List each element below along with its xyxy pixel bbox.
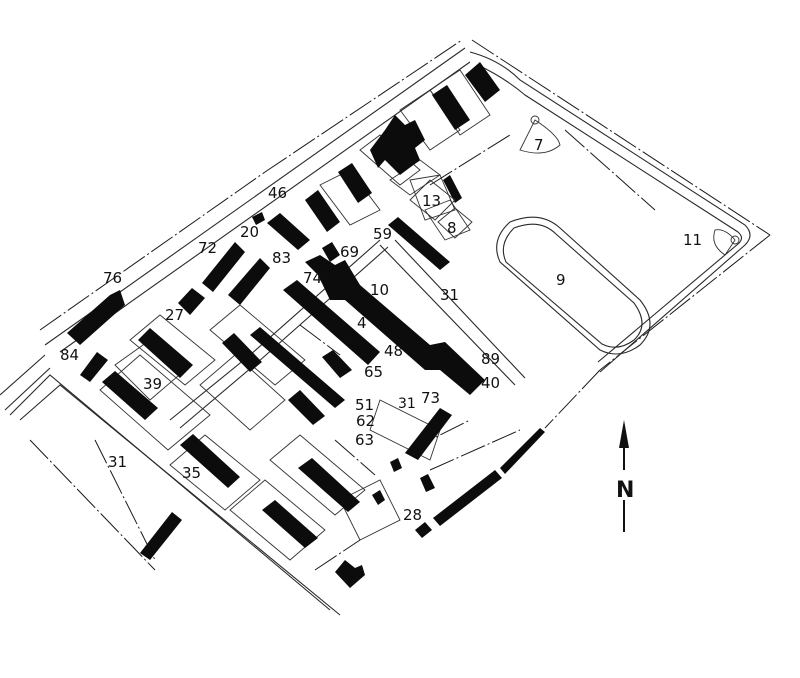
building-lower-1 <box>298 458 360 512</box>
building-lower-2 <box>262 500 318 548</box>
box-13 <box>409 179 456 221</box>
building-74 <box>305 255 485 395</box>
label-89: 89 <box>481 350 500 368</box>
building-interior-2 <box>250 327 345 408</box>
site-features <box>409 115 740 256</box>
label-8: 8 <box>447 219 457 237</box>
label-31-north: 31 <box>440 286 459 304</box>
building-13-annex <box>443 175 462 203</box>
building-28 <box>415 522 432 538</box>
building-interior-4 <box>288 390 325 425</box>
building-ne-1 <box>465 62 500 102</box>
building-ne-2 <box>432 85 470 130</box>
feature-7 <box>519 119 561 154</box>
label-20: 20 <box>240 223 259 241</box>
building-20 <box>252 212 265 225</box>
label-69: 69 <box>340 243 359 261</box>
building-ne-5 <box>305 190 340 232</box>
building-ne-3 <box>370 115 425 175</box>
north-arrow: N <box>616 420 634 532</box>
building-73 <box>405 408 452 460</box>
building-84 <box>80 352 108 382</box>
label-28: 28 <box>403 506 422 524</box>
label-4: 4 <box>357 314 367 332</box>
buildings <box>67 62 545 588</box>
building-small-a <box>390 458 402 472</box>
building-labels: 7 8 9 10 11 13 20 27 28 31 31 31 35 39 4… <box>60 136 702 524</box>
building-small-b <box>420 474 435 492</box>
label-63: 63 <box>355 431 374 449</box>
label-65: 65 <box>364 363 383 381</box>
building-76 <box>67 290 125 345</box>
label-46: 46 <box>268 184 287 202</box>
label-48: 48 <box>384 342 403 360</box>
interior-fences <box>94 129 656 571</box>
label-10: 10 <box>370 281 389 299</box>
building-4 <box>283 280 380 365</box>
label-84: 84 <box>60 346 79 364</box>
label-59: 59 <box>373 225 392 243</box>
label-31-center: 31 <box>398 396 416 412</box>
building-83 <box>228 258 270 305</box>
building-35 <box>180 434 240 488</box>
building-31-south <box>140 512 182 560</box>
label-73: 73 <box>421 389 440 407</box>
perimeter-fence <box>29 39 771 571</box>
label-83: 83 <box>272 249 291 267</box>
building-bottom-small <box>335 560 365 588</box>
roads <box>0 47 751 616</box>
label-51: 51 <box>355 396 374 414</box>
building-interior-1 <box>222 333 262 372</box>
building-46 <box>267 213 310 250</box>
north-arrow-head-icon <box>619 420 629 448</box>
label-76: 76 <box>103 269 122 287</box>
label-7: 7 <box>534 136 544 154</box>
label-39: 39 <box>143 375 162 393</box>
label-27: 27 <box>165 306 184 324</box>
feature-11 <box>713 229 736 256</box>
building-39-north <box>138 328 193 378</box>
north-label: N <box>616 478 634 503</box>
label-35: 35 <box>182 464 201 482</box>
label-62: 62 <box>356 412 375 430</box>
box-8 <box>437 207 473 239</box>
label-40: 40 <box>481 374 500 392</box>
label-31-south: 31 <box>108 453 127 471</box>
label-9: 9 <box>556 271 566 289</box>
running-track <box>496 216 651 355</box>
building-39 <box>102 371 158 420</box>
building-se-long <box>500 428 545 474</box>
label-72: 72 <box>198 239 217 257</box>
building-small-c <box>372 490 385 505</box>
building-28-long <box>433 470 502 526</box>
label-74: 74 <box>303 269 322 287</box>
label-13: 13 <box>422 192 441 210</box>
building-69 <box>322 242 340 262</box>
label-11: 11 <box>683 231 702 249</box>
building-72 <box>202 242 245 292</box>
building-ne-4 <box>338 163 372 203</box>
building-59 <box>388 217 450 270</box>
building-27 <box>178 288 205 315</box>
building-interior-3 <box>322 350 352 378</box>
